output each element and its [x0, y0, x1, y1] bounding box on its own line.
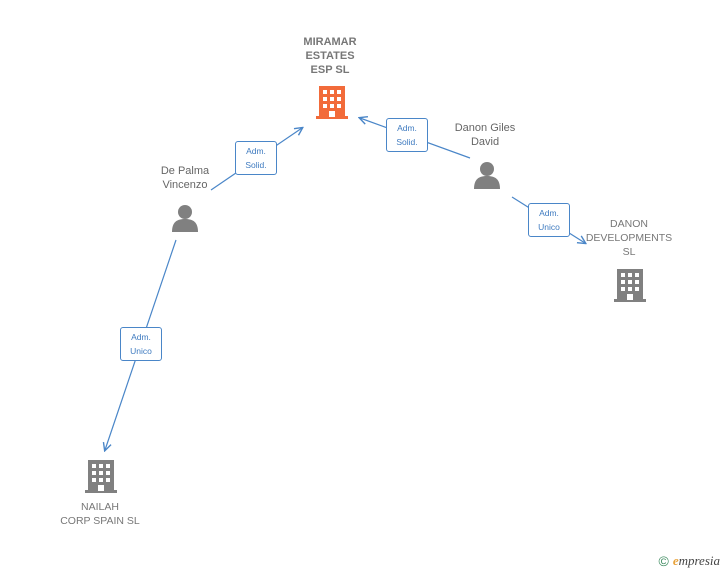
edge-label-danon-dev: Adm. Unico [528, 203, 570, 237]
empresia-logo[interactable]: empresia [672, 553, 720, 568]
edge-label-depalma-nailah: Adm. Unico [120, 327, 162, 361]
edge-label-danon-miramar: Adm. Solid. [386, 118, 428, 152]
footer-brand: © empresia [658, 553, 720, 569]
node-label-danon-giles[interactable]: Danon Giles David [454, 122, 516, 148]
node-label-de-palma[interactable]: De Palma Vincenzo [160, 165, 210, 191]
person-icon[interactable] [474, 162, 500, 189]
building-icon[interactable] [85, 460, 117, 493]
building-icon[interactable] [316, 86, 348, 119]
node-label-miramar[interactable]: MIRAMAR ESTATES ESP SL [303, 36, 357, 76]
copyright-icon: © [658, 553, 669, 569]
node-label-danon-developments[interactable]: DANON DEVELOPMENTS SL [585, 218, 673, 258]
building-icon[interactable] [614, 269, 646, 302]
person-icon[interactable] [172, 205, 198, 232]
edge-label-depalma-miramar: Adm. Solid. [235, 141, 277, 175]
node-label-nailah[interactable]: NAILAH CORP SPAIN SL [60, 501, 140, 527]
